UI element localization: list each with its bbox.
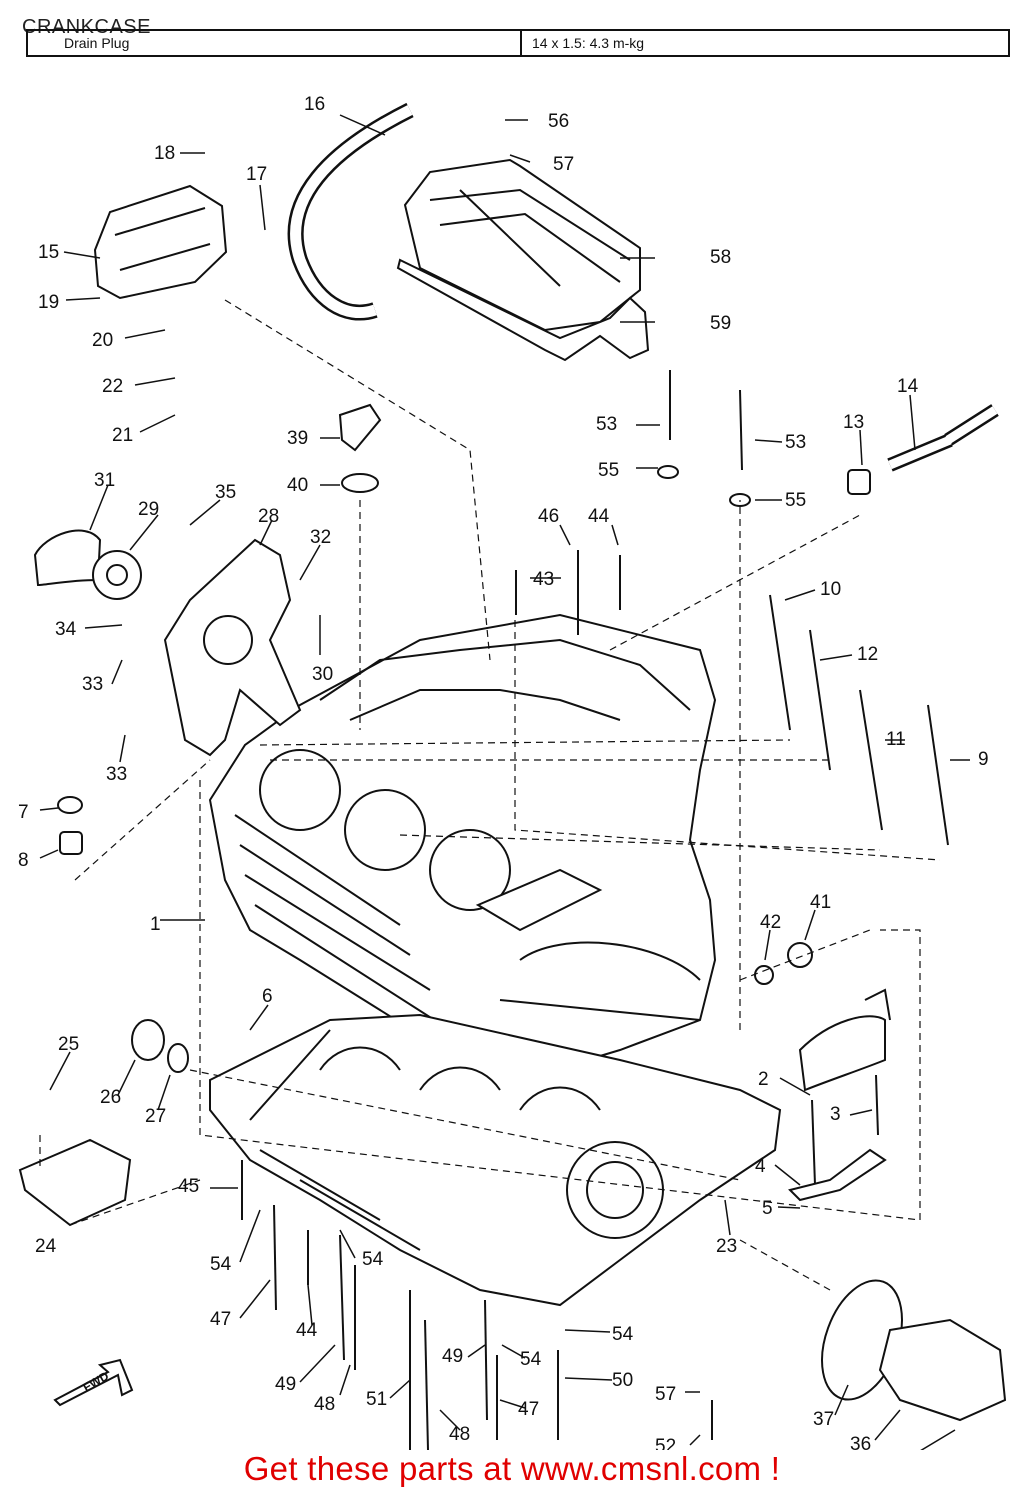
callout-14: 14 xyxy=(897,376,919,397)
callout-16: 16 xyxy=(304,94,325,115)
callout-42: 42 xyxy=(760,912,781,933)
callout-49: 49 xyxy=(275,1374,296,1395)
callout-59: 59 xyxy=(710,313,731,334)
callout-30: 30 xyxy=(312,664,333,685)
callout-54c: 54 xyxy=(612,1324,634,1345)
callout-22: 22 xyxy=(102,376,123,397)
page-title: CRANKCASE xyxy=(22,16,151,38)
callout-55b: 55 xyxy=(785,490,806,511)
callout-4: 4 xyxy=(755,1156,766,1177)
callout-53b: 53 xyxy=(785,432,806,453)
callout-54: 54 xyxy=(210,1254,232,1275)
callout-50: 50 xyxy=(612,1370,633,1391)
callout-3: 3 xyxy=(830,1104,841,1125)
torque-spec-table: Drain Plug 14 x 1.5: 4.3 m-kg xyxy=(26,29,1010,57)
footer-banner: Get these parts at www.cmsnl.com ! xyxy=(243,1450,781,1487)
callout-40: 40 xyxy=(287,475,308,496)
callout-58: 58 xyxy=(710,247,731,268)
callout-49b: 49 xyxy=(442,1346,463,1367)
callout-17: 17 xyxy=(246,164,267,185)
callout-1: 1 xyxy=(150,914,161,935)
callout-10: 10 xyxy=(820,579,841,600)
callout-19: 19 xyxy=(38,292,59,313)
callout-51: 51 xyxy=(366,1389,387,1410)
callout-24: 24 xyxy=(35,1236,57,1257)
callout-44b: 44 xyxy=(296,1320,318,1341)
callout-33b: 33 xyxy=(106,764,127,785)
callout-13: 13 xyxy=(843,412,864,433)
callout-29: 29 xyxy=(138,499,159,520)
callout-43: 43 xyxy=(533,569,554,590)
callout-18: 18 xyxy=(154,143,175,164)
callout-21: 21 xyxy=(112,425,133,446)
callout-20: 20 xyxy=(92,330,113,351)
callout-5: 5 xyxy=(762,1198,773,1219)
callout-32: 32 xyxy=(310,527,331,548)
callout-47: 47 xyxy=(210,1309,231,1330)
callout-56: 56 xyxy=(548,111,569,132)
callout-55: 55 xyxy=(598,460,619,481)
callout-54d: 54 xyxy=(520,1349,542,1370)
callout-35: 35 xyxy=(215,482,236,503)
callout-34: 34 xyxy=(55,619,77,640)
spec-label: Drain Plug xyxy=(28,31,522,55)
callout-23: 23 xyxy=(716,1236,737,1257)
callout-25: 25 xyxy=(58,1034,79,1055)
callout-36: 36 xyxy=(850,1434,871,1450)
callout-54b: 54 xyxy=(362,1249,384,1270)
callout-48b: 48 xyxy=(449,1424,470,1445)
callout-2: 2 xyxy=(758,1069,769,1090)
callout-12: 12 xyxy=(857,644,878,665)
callout-47b: 47 xyxy=(518,1399,539,1420)
callout-27: 27 xyxy=(145,1106,166,1127)
callout-26: 26 xyxy=(100,1087,121,1108)
callout-31: 31 xyxy=(94,470,115,491)
callout-7: 7 xyxy=(18,802,29,823)
callout-39: 39 xyxy=(287,428,308,449)
callout-28: 28 xyxy=(258,506,279,527)
callout-57: 57 xyxy=(553,154,574,175)
callout-46: 46 xyxy=(538,506,559,527)
callout-48: 48 xyxy=(314,1394,335,1415)
spec-value: 14 x 1.5: 4.3 m-kg xyxy=(532,35,645,51)
callout-9: 9 xyxy=(978,749,989,770)
callout-15: 15 xyxy=(38,242,59,263)
callout-6: 6 xyxy=(262,986,273,1007)
callout-45: 45 xyxy=(178,1176,199,1197)
callout-52: 52 xyxy=(655,1436,676,1450)
callout-33: 33 xyxy=(82,674,103,695)
crankcase-exploded-diagram: FWD 1 2 xyxy=(18,94,1007,1450)
callout-57b: 57 xyxy=(655,1384,676,1405)
callout-37: 37 xyxy=(813,1409,834,1430)
callout-8: 8 xyxy=(18,850,29,871)
callout-53: 53 xyxy=(596,414,617,435)
callout-11: 11 xyxy=(886,729,906,750)
callout-41: 41 xyxy=(810,892,831,913)
callout-44: 44 xyxy=(588,506,610,527)
